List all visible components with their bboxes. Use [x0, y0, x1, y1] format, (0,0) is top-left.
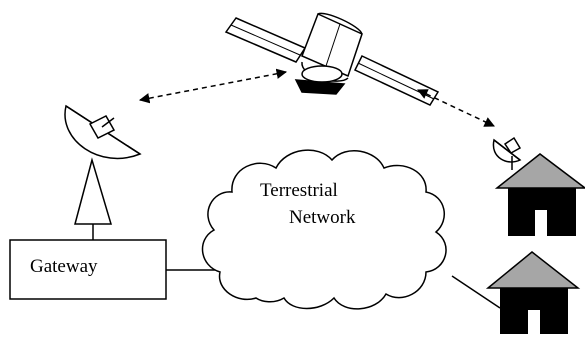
satellite-icon	[224, 12, 440, 106]
house-dish-icon	[492, 136, 522, 170]
cloud-label-line2: Network	[289, 207, 356, 228]
satellite-body	[301, 12, 363, 78]
gateway-mast	[74, 157, 113, 225]
house-icon-lower	[485, 251, 581, 334]
cloud-house-link	[451, 275, 501, 309]
house-icon-upper	[494, 153, 585, 236]
downlink-arrow-house	[417, 89, 495, 127]
gateway-dish-icon	[64, 104, 142, 240]
terrestrial-network-cloud	[201, 149, 447, 310]
cloud-label-line1: Terrestrial	[260, 180, 338, 201]
uplink-arrow-gateway	[138, 68, 288, 104]
gateway-box	[9, 239, 167, 300]
satellite-antenna	[294, 79, 346, 95]
gateway-label: Gateway	[30, 256, 98, 277]
solar-panel-right	[353, 55, 440, 106]
